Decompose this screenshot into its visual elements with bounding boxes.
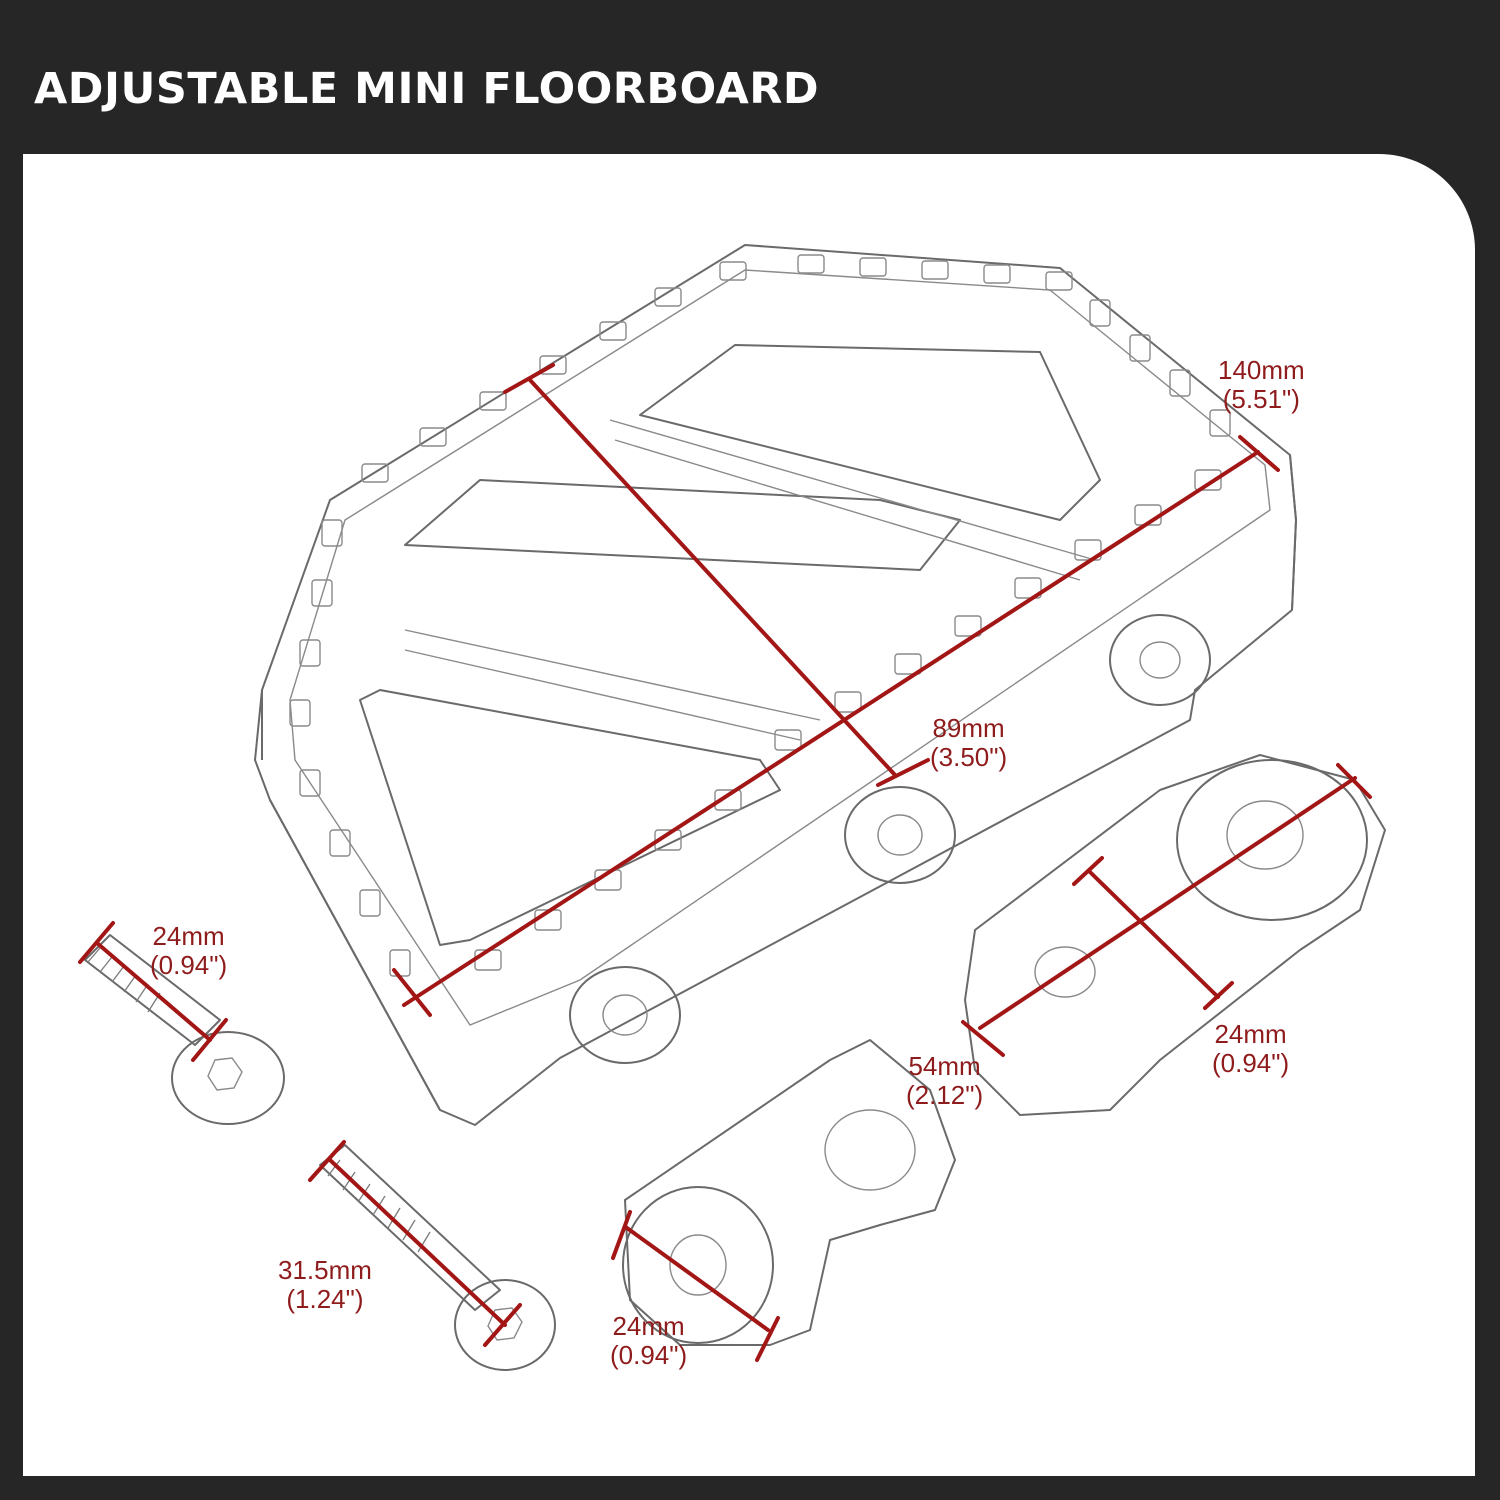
dimension-label-adapter-length: 54mm (2.12") xyxy=(906,1052,983,1110)
serrated-boss-right xyxy=(1109,614,1211,706)
dimension-line-board-width xyxy=(528,378,897,777)
hex-socket-icon xyxy=(207,1057,243,1091)
dimension-metric: 140mm xyxy=(1218,355,1305,385)
dimension-imperial: (3.50") xyxy=(930,742,1008,772)
serrated-boss-center xyxy=(844,786,956,884)
dimension-lines xyxy=(78,363,1372,1362)
dimension-imperial: (2.12") xyxy=(906,1080,984,1110)
bolt-short-illustration xyxy=(84,934,285,1125)
dimension-metric: 24mm xyxy=(612,1311,685,1341)
dimension-label-board-width: 89mm (3.50") xyxy=(930,714,1007,772)
dimension-line-board-length xyxy=(402,450,1260,1007)
dimension-metric: 54mm xyxy=(908,1051,981,1081)
hex-socket-icon xyxy=(487,1307,523,1341)
window-bottom xyxy=(359,689,781,946)
dimension-line-clamp xyxy=(625,1226,770,1332)
dimension-imperial: (5.51") xyxy=(1222,384,1300,414)
page-title: ADJUSTABLE MINI FLOORBOARD xyxy=(34,64,820,114)
dimension-metric: 24mm xyxy=(1214,1019,1287,1049)
dimension-line-bolt-short xyxy=(95,941,212,1042)
dimension-imperial: (0.94") xyxy=(1212,1048,1290,1078)
serrated-boss-left xyxy=(569,966,681,1064)
dimension-line-adapter-width xyxy=(1088,870,1220,999)
dimension-metric: 24mm xyxy=(152,921,225,951)
diagram-panel xyxy=(23,154,1475,1476)
dimension-line-adapter-length xyxy=(978,776,1357,1030)
dimension-label-bolt-short: 24mm (0.94") xyxy=(150,922,227,980)
adapter-arm-illustration xyxy=(964,754,1386,1116)
dimension-label-clamp: 24mm (0.94") xyxy=(610,1312,687,1370)
dimension-label-bolt-long: 31.5mm (1.24") xyxy=(278,1256,372,1314)
clamp-block-illustration xyxy=(622,1039,956,1346)
dimension-metric: 31.5mm xyxy=(278,1255,372,1285)
window-top xyxy=(639,344,1101,521)
dimension-line-bolt-long xyxy=(328,1158,507,1327)
dimension-metric: 89mm xyxy=(932,713,1005,743)
dimension-imperial: (0.94") xyxy=(610,1340,688,1370)
dimension-imperial: (0.94") xyxy=(150,950,228,980)
dimension-imperial: (1.24") xyxy=(286,1284,364,1314)
dimension-label-board-length: 140mm (5.51") xyxy=(1218,356,1305,414)
dimension-label-adapter-width: 24mm (0.94") xyxy=(1212,1020,1289,1078)
window-middle xyxy=(404,479,961,571)
floorboard-illustration xyxy=(254,244,1297,1126)
